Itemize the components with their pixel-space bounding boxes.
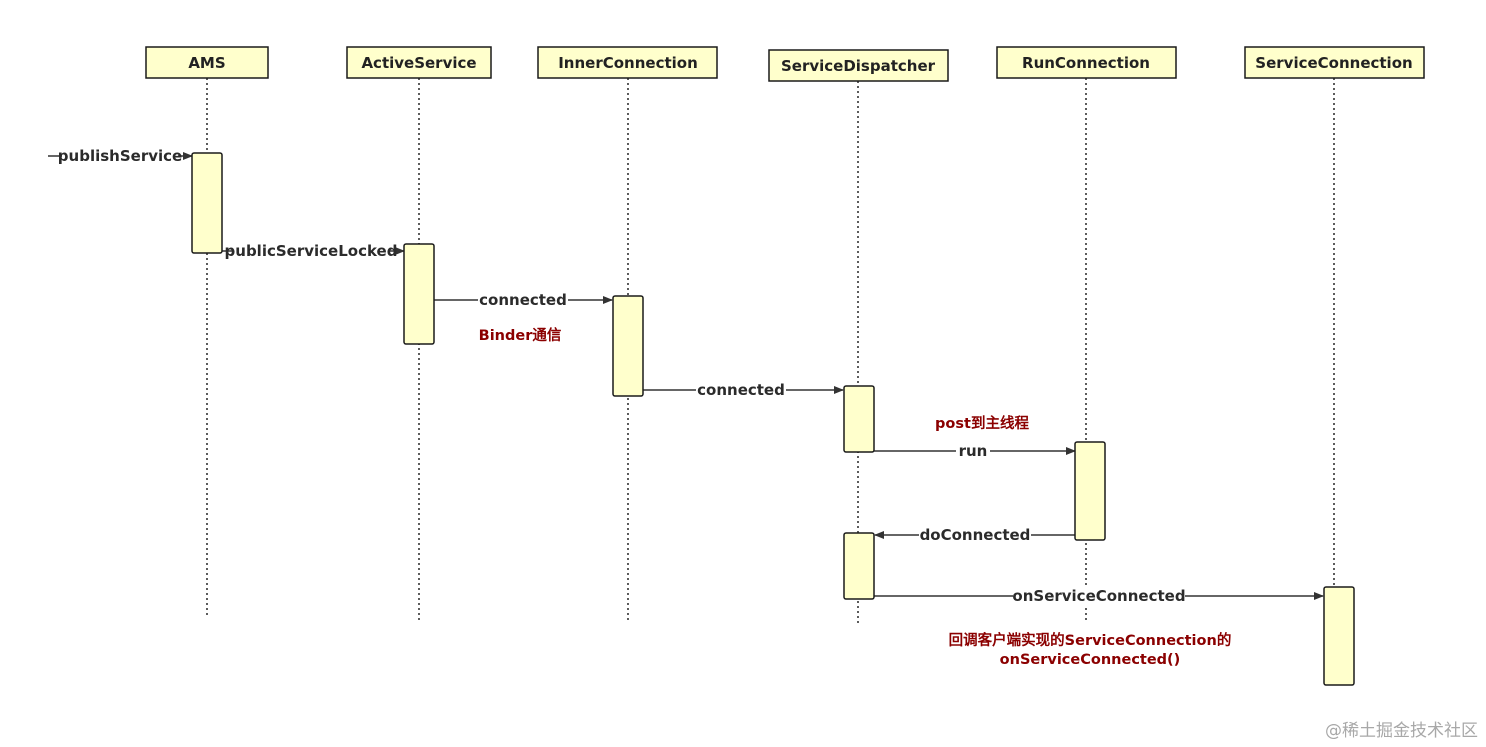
message-label: publicServiceLocked — [225, 242, 398, 260]
message-label-bg — [233, 241, 389, 261]
participant-label: InnerConnection — [558, 54, 698, 72]
participant-box — [537, 46, 718, 79]
message-run: run — [874, 441, 1076, 461]
participant-label: ServiceConnection — [1255, 54, 1412, 72]
participant-active-service: ActiveService — [346, 46, 492, 79]
activation-service-connection — [1323, 586, 1355, 686]
activation-active-service — [403, 243, 435, 345]
activations — [191, 152, 1355, 686]
participant-box — [996, 46, 1177, 79]
activation-service-dispatcher-2 — [843, 532, 875, 600]
participant-service-dispatcher: ServiceDispatcher — [768, 49, 949, 82]
watermark: @稀土掘金技术社区 — [1325, 721, 1478, 741]
participant-box — [145, 46, 269, 79]
participant-inner-connection: InnerConnection — [537, 46, 718, 79]
message-label: run — [959, 442, 988, 460]
participant-box — [768, 49, 949, 82]
message-connected-2: connected — [643, 380, 844, 400]
message-public-service-locked: publicServiceLocked — [222, 241, 405, 261]
activation-inner-connection — [612, 295, 644, 397]
message-publish-service: publishService — [48, 146, 193, 166]
participant-label: ServiceDispatcher — [781, 57, 936, 75]
note-callback-line-1: 回调客户端实现的ServiceConnection的 — [949, 631, 1232, 649]
participant-service-connection: ServiceConnection — [1244, 46, 1425, 79]
activation-service-dispatcher-1 — [843, 385, 875, 453]
message-label-bg — [62, 146, 178, 166]
notes: Binder通信 post到主线程 回调客户端实现的ServiceConnect… — [479, 326, 1232, 668]
activation-run-connection — [1074, 441, 1106, 541]
note-post-main-thread: post到主线程 — [935, 414, 1029, 432]
message-label-bg — [478, 290, 568, 310]
message-label-bg — [1013, 586, 1185, 606]
participant-run-connection: RunConnection — [996, 46, 1177, 79]
message-label: publishService — [58, 147, 182, 165]
message-label: connected — [479, 291, 567, 309]
message-label: onServiceConnected — [1012, 587, 1185, 605]
lifelines — [206, 78, 1335, 624]
message-label: connected — [697, 381, 785, 399]
note-callback-line-2: onServiceConnected() — [1000, 652, 1181, 668]
participant-box — [346, 46, 492, 79]
note-binder: Binder通信 — [479, 326, 562, 344]
participant-label: RunConnection — [1022, 54, 1150, 72]
activation-ams — [191, 152, 223, 254]
message-label-bg — [919, 525, 1031, 545]
participant-ams: AMS — [145, 46, 269, 79]
message-label-bg — [956, 441, 990, 461]
participant-label: ActiveService — [361, 54, 476, 72]
participant-label: AMS — [188, 54, 225, 72]
message-label: doConnected — [920, 526, 1031, 544]
message-on-service-connected: onServiceConnected — [874, 586, 1324, 606]
message-do-connected: doConnected — [874, 525, 1075, 545]
message-connected-1: connected — [434, 290, 613, 310]
message-label-bg — [696, 380, 786, 400]
participant-box — [1244, 46, 1425, 79]
